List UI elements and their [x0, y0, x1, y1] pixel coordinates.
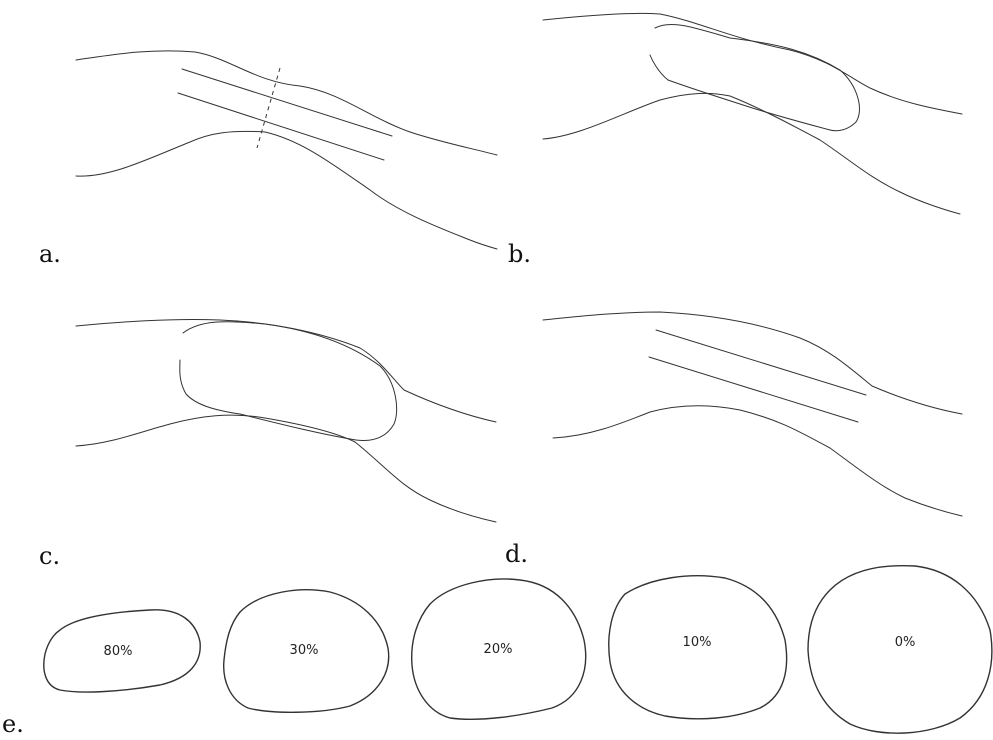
panel-c-label: c. [39, 542, 61, 570]
panel-a-lumen-line-upper [181, 68, 393, 137]
cross-section-80 [43, 609, 201, 693]
cross-section-label: 0% [895, 635, 916, 650]
panel-a-label: a. [39, 240, 61, 268]
cross-section-label: 80% [104, 644, 133, 659]
panel-b-diagram [542, 12, 963, 215]
panel-a-diagram [75, 50, 498, 250]
panel-c-lower-wall [75, 414, 497, 523]
panel-b-lesion-outline [649, 23, 860, 132]
cross-section-20 [410, 578, 587, 720]
cross-section-label: 20% [484, 642, 513, 657]
panel-d-lower-wall [552, 405, 963, 517]
panel-c-upper-wall [75, 318, 497, 423]
panel-b-upper-wall [542, 12, 963, 115]
panel-d-lumen-line-lower [648, 356, 859, 423]
cross-section-10 [608, 575, 788, 720]
panel-d-label: d. [505, 540, 528, 568]
cross-section-0 [807, 564, 993, 734]
panel-d-upper-wall [542, 311, 963, 415]
panel-c-lesion-outline [179, 321, 398, 441]
panel-a-section-cut [256, 67, 281, 149]
panel-b-lower-wall [542, 92, 961, 215]
cross-section-30 [223, 589, 390, 713]
panel-e-label: e. [2, 710, 24, 738]
panel-b-label: b. [508, 240, 531, 268]
panel-a-lower-wall [75, 130, 498, 250]
panel-d-lumen-line-upper [655, 329, 867, 396]
panel-d-diagram [542, 311, 963, 517]
panel-c-diagram [75, 318, 497, 523]
panel-a-lumen-line-lower [177, 92, 385, 161]
cross-section-label: 30% [290, 643, 319, 658]
panel-a-upper-wall [75, 50, 498, 156]
panel-e-cross-sections: 80% 30% 20% 10% 0% [43, 564, 993, 734]
cross-section-label: 10% [683, 635, 712, 650]
